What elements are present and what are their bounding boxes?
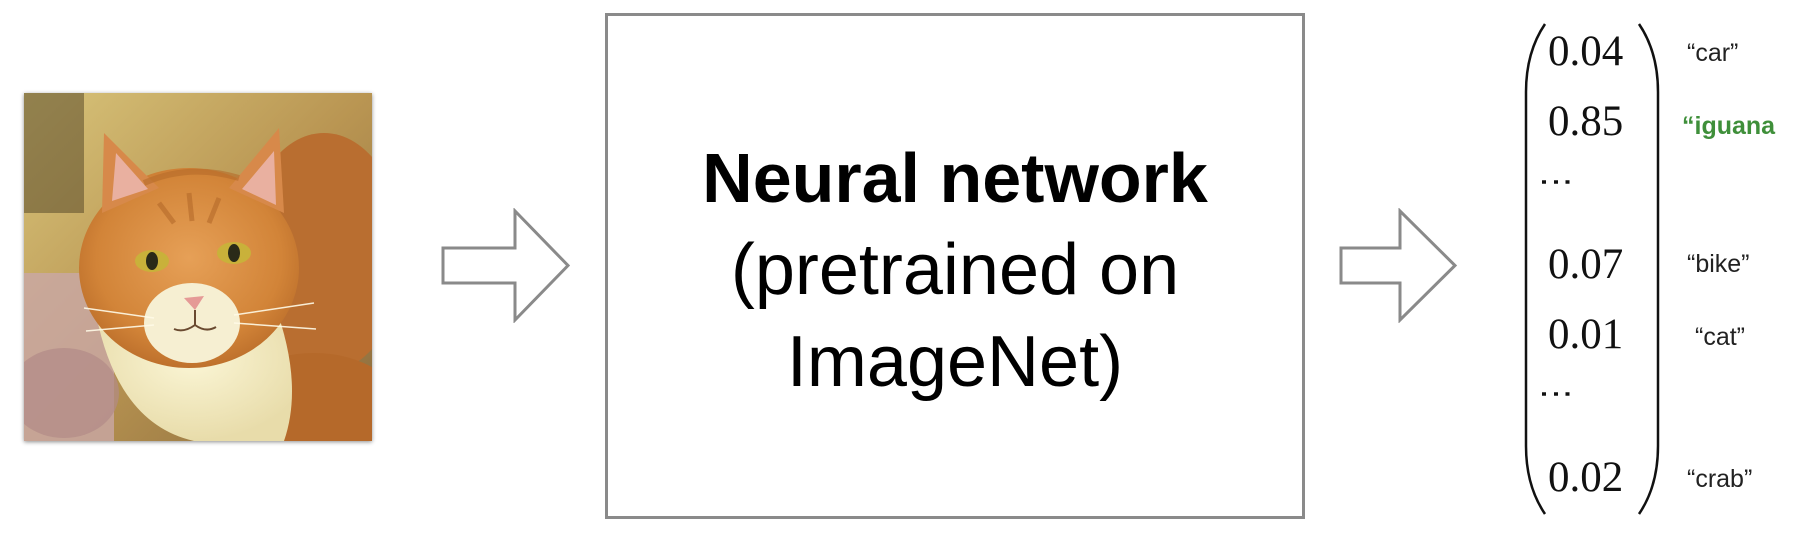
class-label-crab: “crab” bbox=[1687, 465, 1753, 493]
vector-ellipsis: ⋮ bbox=[1537, 377, 1574, 409]
class-label-cat: “cat” bbox=[1695, 323, 1745, 351]
cat-photo-image bbox=[24, 93, 372, 441]
vector-value: 0.02 bbox=[1548, 454, 1624, 501]
class-label-bike: “bike” bbox=[1687, 250, 1750, 278]
class-label-iguana: “iguana bbox=[1682, 112, 1776, 140]
vector-left-bracket bbox=[1524, 23, 1547, 515]
vector-value: 0.01 bbox=[1548, 311, 1624, 358]
model-text: Neural network (pretrained on ImageNet) bbox=[608, 132, 1302, 408]
vector-value: 0.85 bbox=[1548, 98, 1624, 145]
input-cat-photo bbox=[24, 93, 372, 441]
vector-right-bracket bbox=[1637, 23, 1660, 515]
class-label-car: “car” bbox=[1687, 39, 1739, 67]
neural-network-box: Neural network (pretrained on ImageNet) bbox=[605, 13, 1305, 519]
vector-value: 0.04 bbox=[1548, 28, 1624, 75]
hollow-right-arrow-icon bbox=[1339, 208, 1458, 323]
model-subtitle-line2: ImageNet) bbox=[786, 322, 1124, 402]
model-subtitle-line1: (pretrained on bbox=[730, 230, 1180, 310]
vector-ellipsis: ⋮ bbox=[1537, 165, 1574, 197]
vector-value: 0.07 bbox=[1548, 241, 1624, 288]
model-title: Neural network bbox=[702, 139, 1208, 217]
hollow-right-arrow-icon bbox=[441, 208, 571, 323]
